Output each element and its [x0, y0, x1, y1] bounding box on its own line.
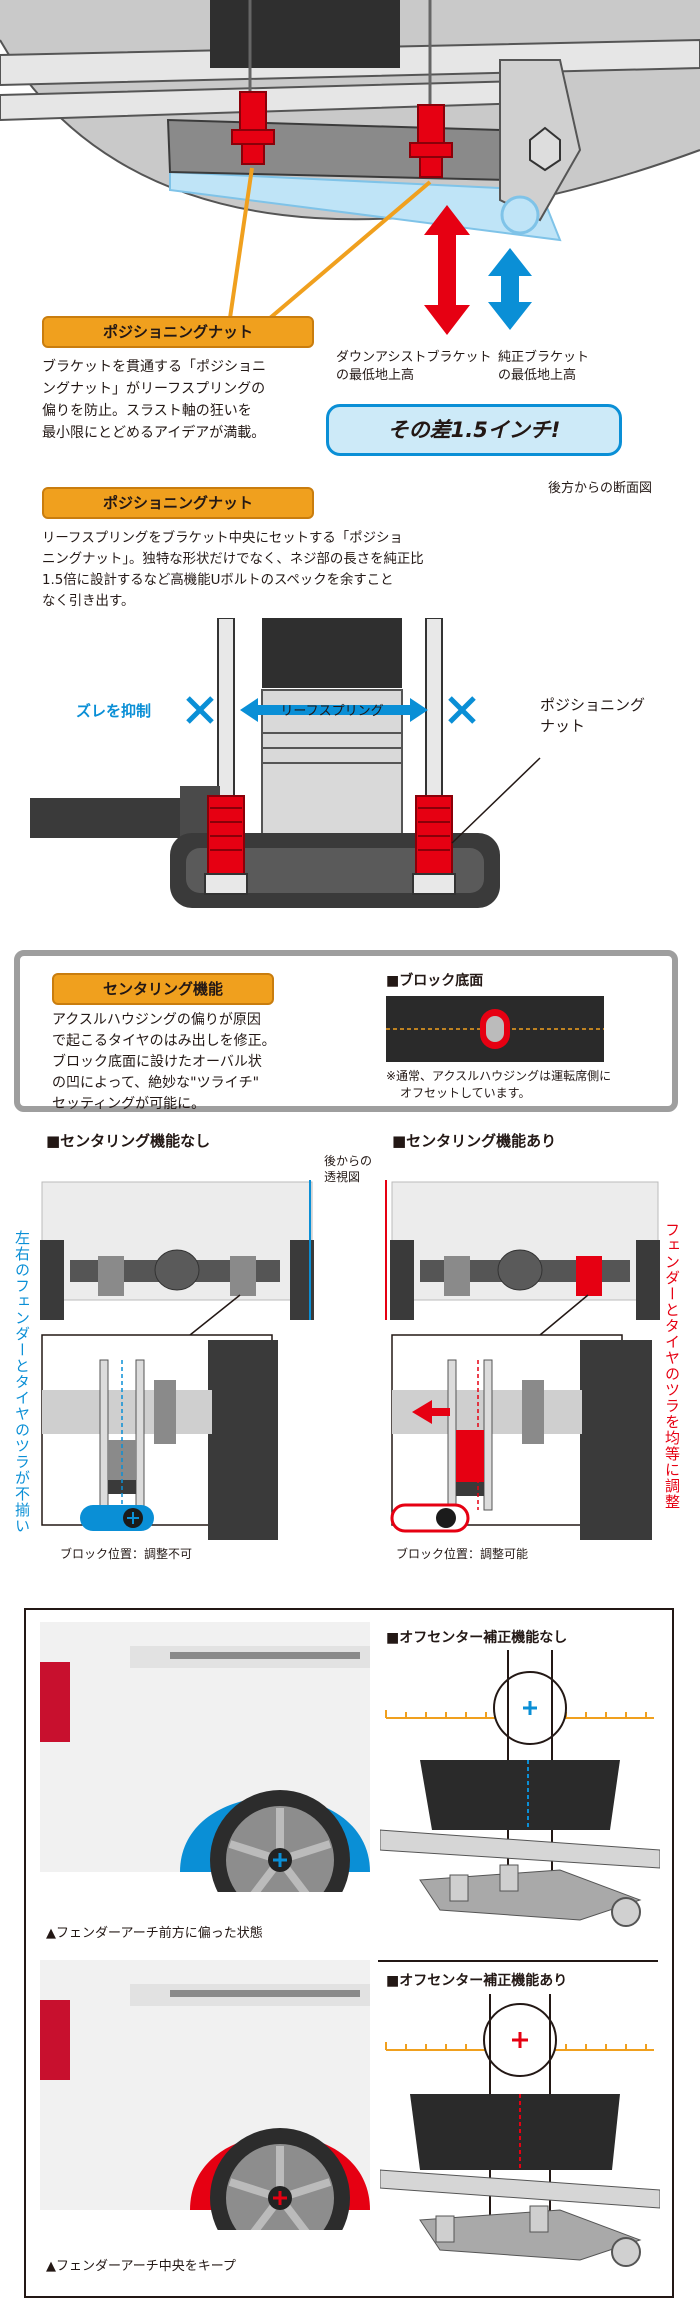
down-assist-height-arrow — [424, 205, 470, 335]
positioning-nut-description: ブラケットを貫通する「ポジショニ ングナット」がリーフスプリングの 偏りを防止。… — [42, 356, 342, 444]
callout-line: ポジショニング — [540, 696, 646, 714]
without-block-caption: ブロック位置：調整不可 — [60, 1547, 193, 1561]
note-part: 透視図 — [324, 1170, 361, 1184]
label-line: ダウンアシストブラケット — [336, 350, 492, 365]
vehicle-top-illustration — [40, 1622, 370, 1892]
desc-line: で起こるタイヤのはみ出しを修正。 — [52, 1033, 276, 1049]
note-part: 後から — [324, 1154, 361, 1168]
centering-tag: センタリング機能 — [52, 973, 274, 1005]
right-vertical-caption: フェンダーとタイヤのツラを均等に調整 — [663, 1222, 681, 1510]
desc-line: ングナット」がリーフスプリングの — [42, 381, 266, 397]
nut-callout-label: ポジショニング ナット — [540, 695, 645, 737]
positioning-nut-tag-2: ポジショニングナット — [42, 487, 314, 519]
shift-arrow — [412, 1400, 450, 1424]
positioning-nut-description-2: リーフスプリングをブラケット中央にセットする「ポジショ ニングナット」。独特な形… — [42, 528, 512, 612]
bracket-illustration — [0, 0, 700, 335]
with-centering-rear-view — [385, 1180, 660, 1336]
offcenter-with-diagram — [380, 1994, 660, 2290]
block-bottom-title: ■ブロック底面 — [386, 973, 484, 989]
desc-line: ブラケットを貫通する「ポジショニ — [42, 359, 266, 375]
with-centering-title: ■センタリング機能あり — [392, 1132, 557, 1150]
note-line: オフセットしています。 — [400, 1086, 531, 1100]
positioning-nut-left — [204, 795, 248, 895]
caption-fender-forward: ▲フェンダーアーチ前方に偏った状態 — [46, 1926, 263, 1941]
difference-badge: その差1.5インチ! — [326, 404, 622, 456]
block-bottom-diagram — [386, 996, 604, 1062]
desc-line: の凹によって、絶妙な"ツライチ" — [52, 1075, 260, 1091]
centering-note: ※通常、アクスルハウジングは運転席側に オフセットしています。 — [386, 1068, 611, 1102]
centering-description: アクスルハウジングの偏りが原因 で起こるタイヤのはみ出しを修正。 ブロック底面に… — [52, 1010, 382, 1115]
shift-suppress-label: ズレを抑制 — [76, 702, 152, 720]
offcenter-divider — [378, 1960, 658, 1962]
with-block-caption: ブロック位置：調整可能 — [396, 1547, 529, 1561]
desc-line: 偏りを防止。スラスト軸の狂いを — [42, 403, 252, 419]
positioning-nut-left — [231, 91, 275, 165]
desc-line: セッティングが可能に。 — [52, 1096, 206, 1112]
note-line: ※通常、アクスルハウジングは運転席側に — [386, 1069, 612, 1083]
label-line: 純正ブラケット — [498, 350, 590, 365]
cross-section-illustration — [0, 618, 700, 918]
without-centering-rear-view — [40, 1180, 314, 1336]
desc-line: ブロック底面に設けたオーバル状 — [52, 1054, 262, 1070]
rear-view-note: 後からの 透視図 — [324, 1153, 372, 1185]
leaf-spring-label: リーフスプリング — [280, 704, 384, 719]
caption-fender-center: ▲フェンダーアーチ中央をキープ — [46, 2259, 236, 2274]
shift-arrow — [240, 698, 428, 722]
offcenter-without-diagram — [380, 1650, 660, 1950]
note-part: の — [360, 1154, 373, 1168]
callout-line: ナット — [540, 717, 586, 735]
offcenter-panel — [24, 1608, 674, 2298]
rear-section-view-note: 後方からの断面図 — [548, 481, 653, 496]
desc-line: なく引き出す。 — [42, 594, 135, 609]
with-centering-detail — [390, 1334, 652, 1540]
section-positioning-nut-illustration — [0, 0, 700, 460]
desc-line: リーフスプリングをブラケット中央にセットする「ポジショ — [42, 531, 403, 546]
offcenter-with-title: ■オフセンター補正機能あり — [386, 1973, 568, 1989]
label-line: の最低地上高 — [336, 368, 415, 383]
positioning-nut-right — [412, 795, 456, 895]
vehicle-bottom-illustration — [40, 1960, 370, 2230]
desc-line: アクスルハウジングの偏りが原因 — [52, 1012, 261, 1028]
left-vertical-caption: 左右のフェンダーとタイヤのツラが不揃い — [13, 1230, 31, 1534]
label-line: の最低地上高 — [498, 368, 577, 383]
desc-line: 最小限にとどめるアイデアが満載。 — [42, 425, 266, 441]
comparison-illustration — [40, 1180, 660, 1580]
offcenter-without-title: ■オフセンター補正機能なし — [386, 1630, 568, 1646]
positioning-nut-tag-1: ポジショニングナット — [42, 316, 314, 348]
desc-line: ニングナット」。独特な形状だけでなく、ネジ部の長さを純正比 — [42, 552, 424, 567]
without-centering-detail — [41, 1334, 278, 1540]
x-mark-right — [448, 696, 476, 724]
down-assist-height-label: ダウンアシストブラケット の最低地上高 — [336, 349, 506, 385]
desc-line: 1.5倍に設計するなど高機能Uボルトのスペックを余すこと — [42, 573, 394, 588]
stock-height-label: 純正ブラケット の最低地上高 — [498, 349, 608, 385]
without-centering-title: ■センタリング機能なし — [46, 1132, 211, 1150]
positioning-nut-right — [409, 104, 453, 178]
stock-height-arrow — [488, 248, 532, 330]
x-mark-left — [186, 696, 214, 724]
